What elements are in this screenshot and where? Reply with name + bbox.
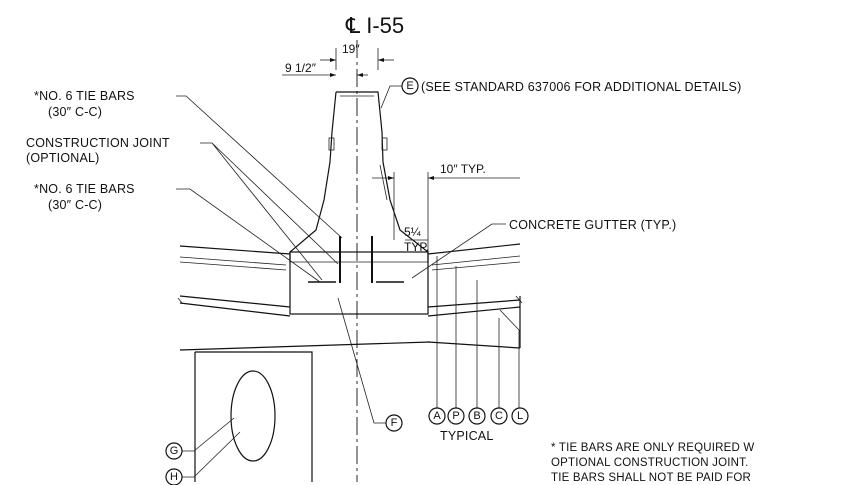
- callout-h-letter: H: [170, 471, 178, 483]
- pier-foundation: [194, 351, 313, 482]
- callout-g: [165, 442, 183, 460]
- barrier-profile: [289, 91, 429, 315]
- pipe-opening: [230, 370, 276, 462]
- pavement-right: [427, 243, 523, 349]
- leader-g: [182, 417, 235, 452]
- leader-gutter: [411, 223, 506, 279]
- callout-l: [511, 407, 529, 425]
- pavement-left: [177, 245, 431, 351]
- label-tie-bars-2-spacing: (30″ C-C): [48, 198, 102, 212]
- callout-e-letter: E: [406, 80, 413, 92]
- dimension-19in: 19″: [320, 42, 394, 70]
- centerline-title: ℄ I-55: [345, 13, 404, 38]
- leader-h: [182, 431, 241, 478]
- note-line-2: OPTIONAL CONSTRUCTION JOINT.: [551, 457, 749, 469]
- callout-g-letter: G: [170, 445, 179, 457]
- label-tie-bars-2: *NO. 6 TIE BARS: [34, 182, 135, 196]
- label-typical: TYPICAL: [440, 429, 494, 443]
- dimension-5-25-typ: 5¼ TYP.: [404, 225, 429, 254]
- callout-f: [385, 414, 403, 432]
- label-tie-bars-1-spacing: (30″ C-C): [48, 105, 102, 119]
- callout-b: [468, 407, 486, 425]
- callout-p: [447, 407, 465, 425]
- callout-row: A P B C L TYPICAL: [428, 256, 529, 443]
- callout-l-letter: L: [517, 410, 523, 422]
- callout-b-letter: B: [473, 410, 480, 422]
- callout-h: [165, 468, 183, 485]
- callout-a-letter: A: [433, 410, 441, 422]
- dimension-5-25-value: 5¼: [404, 225, 422, 239]
- callout-p-letter: P: [452, 410, 459, 422]
- dimension-10in-typ: 10″ TYP.: [372, 162, 520, 255]
- label-see-standard: (SEE STANDARD 637006 FOR ADDITIONAL DETA…: [421, 80, 741, 94]
- leader-tie-bars-1: [176, 95, 343, 239]
- dimension-9-5in-label: 9 1/2″: [285, 61, 317, 75]
- label-construction-joint: CONSTRUCTION JOINT: [26, 136, 170, 150]
- note-line-1: * TIE BARS ARE ONLY REQUIRED W: [551, 442, 754, 454]
- callout-f-letter: F: [391, 417, 398, 429]
- label-concrete-gutter: CONCRETE GUTTER (TYP.): [509, 218, 676, 232]
- dimension-10in-typ-label: 10″ TYP.: [440, 162, 486, 176]
- label-tie-bars-1: *NO. 6 TIE BARS: [34, 89, 135, 103]
- leader-tie-bars-2: [176, 188, 321, 283]
- callout-c-letter: C: [495, 410, 503, 422]
- dimension-9-5in: 9 1/2″: [282, 61, 368, 77]
- label-construction-joint-optional: (OPTIONAL): [26, 151, 100, 165]
- callout-a: [428, 407, 446, 425]
- leader-e: [380, 85, 402, 109]
- dimension-5-25-typ: TYP.: [404, 240, 429, 254]
- callout-e: [401, 77, 419, 95]
- leader-construction-joint: [200, 142, 339, 281]
- note-line-3: TIE BARS SHALL NOT BE PAID FOR: [551, 472, 751, 484]
- callout-c: [490, 407, 508, 425]
- leader-f: [337, 297, 386, 424]
- dimension-19in-label: 19″: [342, 42, 360, 56]
